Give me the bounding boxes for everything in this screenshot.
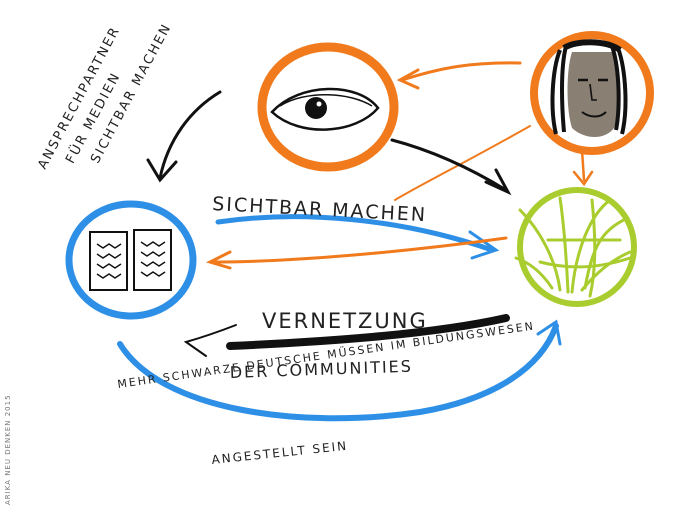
label-bottom-line-2: ANGESTELLT SEIN [211,439,349,467]
arrow-eye-to-book [146,90,222,183]
signature: ARIKA NEU DENKEN 2015 [4,394,12,505]
face-icon [550,39,628,137]
arrow-bottom-arc [117,319,562,422]
eye-icon [270,87,380,131]
label-vernetzung: VERNETZUNG [262,309,428,333]
plant-circle [517,187,637,307]
plant-icon [514,196,632,298]
book-icon [89,229,172,291]
arrow-face-to-plant [572,148,594,187]
arrow-eye-to-plant [390,138,512,196]
plant-node [514,187,637,307]
eye-circle [257,42,399,172]
face-node [530,31,654,155]
eye-node [257,42,399,172]
arrow-book-to-plant [215,214,500,260]
arrow-face-to-book-top [394,125,531,201]
book-circle [65,200,197,320]
book-node [65,200,197,320]
arrow-vernetzung [183,314,510,357]
note-top-left: ANSPRECHPARTNER FÜR MEDIEN SICHTBAR MACH… [35,21,175,172]
arrow-plant-to-book [205,236,508,270]
face-circle [530,31,654,155]
arrow-face-to-eye [396,61,522,90]
